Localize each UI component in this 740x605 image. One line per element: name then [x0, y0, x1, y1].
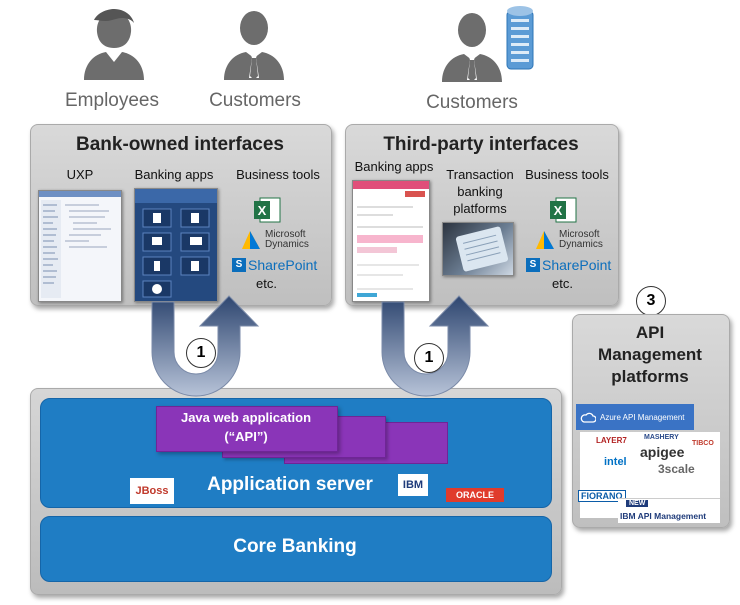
- dynamics-icon: [242, 231, 260, 249]
- step-badge-1-left: 1: [186, 338, 216, 368]
- employees-label: Employees: [65, 90, 159, 111]
- customer-icon-right: [442, 13, 502, 82]
- java-app-layer-1: [156, 406, 338, 452]
- uxp-screenshot: [38, 190, 122, 302]
- transaction-banking-platforms-label: Transaction banking platforms: [446, 167, 514, 216]
- business-tools-label: Business tools: [236, 167, 320, 182]
- layer7-logo: LAYER7: [596, 436, 627, 445]
- sharepoint-icon: S: [526, 258, 540, 272]
- dynamics-icon: [536, 231, 554, 249]
- flow-arrow-third-party: [381, 295, 490, 397]
- cloud-icon: [580, 412, 596, 423]
- excel-icon-third-party: X: [550, 197, 577, 223]
- ms-dynamics-logo-third-party: Microsoft Dynamics: [534, 228, 614, 252]
- api-management-title: API Management platforms: [598, 323, 702, 386]
- excel-icon: X: [254, 197, 281, 223]
- flow-arrow-bank: [151, 295, 260, 397]
- mashery-logo: MASHERY: [644, 434, 679, 441]
- 3scale-logo: 3scale: [658, 462, 695, 476]
- customers-label-left: Customers: [209, 90, 301, 111]
- third-party-banking-apps-label: Banking apps: [354, 159, 434, 174]
- sharepoint-logo-third-party: S SharePoint: [526, 256, 616, 274]
- office-building-icon: [506, 6, 534, 70]
- ibm-api-management-logo: NEW IBM API Management: [618, 498, 720, 523]
- new-tag: NEW: [626, 500, 649, 507]
- third-party-business-tools-label: Business tools: [525, 167, 609, 182]
- third-party-app-screenshot: [352, 180, 430, 302]
- oracle-logo: ORACLE: [446, 488, 504, 502]
- tibco-logo: TIBCO: [692, 440, 714, 447]
- step-badge-3: 3: [636, 286, 666, 316]
- uxp-label: UXP: [66, 167, 94, 182]
- core-banking-label: Core Banking: [233, 536, 357, 557]
- step-badge-1-middle: 1: [414, 343, 444, 373]
- java-app-label-line2: (“API”): [224, 429, 268, 444]
- core-banking-block: [40, 516, 552, 582]
- customers-label-right: Customers: [426, 92, 518, 113]
- customer-icon-left: [224, 11, 284, 80]
- ibm-logo: IBM: [398, 474, 428, 496]
- third-party-title: Third-party interfaces: [383, 134, 579, 155]
- sharepoint-logo: S SharePoint: [232, 256, 322, 274]
- jboss-logo: JBoss: [130, 478, 174, 504]
- sharepoint-icon: S: [232, 258, 246, 272]
- bank-owned-title: Bank-owned interfaces: [76, 134, 284, 155]
- banking-apps-label: Banking apps: [134, 167, 214, 182]
- svg-text:X: X: [554, 203, 563, 218]
- apigee-logo: apigee: [640, 444, 685, 460]
- intel-logo: intel: [604, 456, 627, 468]
- employee-icon: [84, 9, 144, 80]
- transaction-platform-photo: [442, 222, 514, 276]
- azure-api-management-logo: Azure API Management: [576, 404, 694, 430]
- bank-etc-label: etc.: [256, 276, 277, 291]
- svg-text:X: X: [258, 203, 267, 218]
- java-app-label-line1: Java web application: [180, 410, 312, 425]
- ms-dynamics-logo: Microsoft Dynamics: [240, 228, 320, 252]
- fiorano-logo: FIORANO: [578, 490, 626, 502]
- application-server-label: Application server: [207, 474, 373, 495]
- banking-app-screenshot: [134, 188, 218, 302]
- third-party-etc-label: etc.: [552, 276, 573, 291]
